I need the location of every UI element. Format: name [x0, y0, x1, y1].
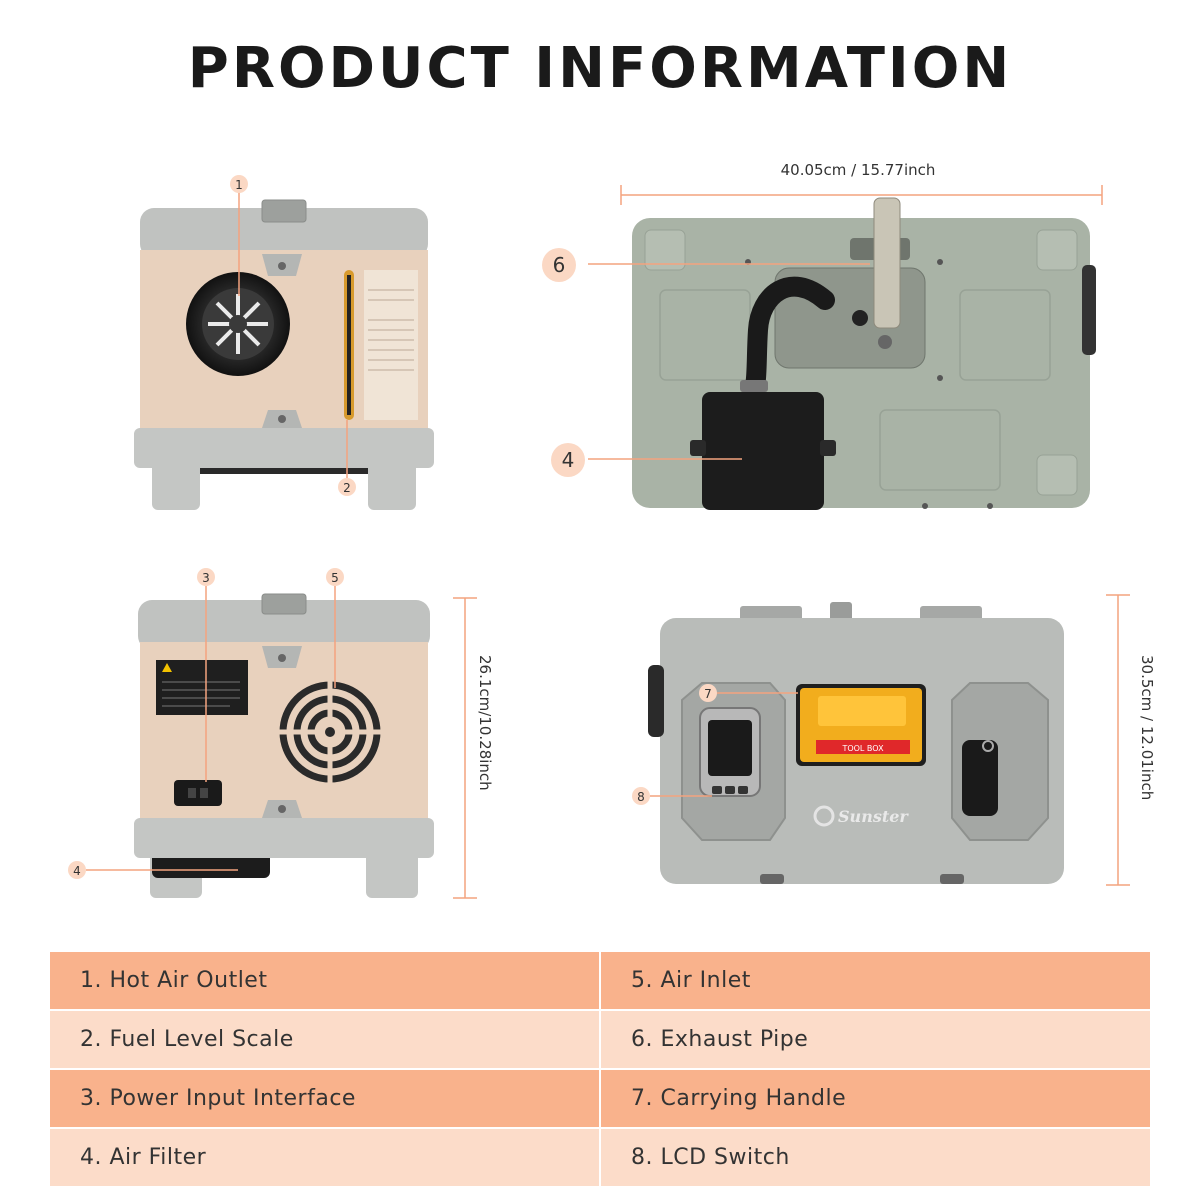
- page-title: PRODUCT INFORMATION: [187, 36, 1013, 101]
- svg-text:6: 6: [553, 253, 566, 277]
- side-view: 30.5cm / 12.01inch TOOL BOX Sunster: [632, 594, 1156, 886]
- back-view: 26.1cm/10.28inch: [68, 568, 494, 899]
- svg-text:7: 7: [704, 687, 712, 701]
- legend-item: 4. Air Filter: [48, 1127, 601, 1188]
- legend-item: 6. Exhaust Pipe: [599, 1009, 1152, 1070]
- legend-item: 2. Fuel Level Scale: [48, 1009, 601, 1070]
- legend-row: 3. Power Input Interface 7. Carrying Han…: [48, 1068, 1152, 1129]
- legend-item: 8. LCD Switch: [599, 1127, 1152, 1188]
- callout-badge-2: 2: [338, 478, 356, 496]
- svg-text:3: 3: [202, 571, 210, 585]
- svg-text:1: 1: [235, 178, 243, 192]
- callout-badge-5: 5: [326, 568, 344, 586]
- callout-badge-1: 1: [230, 175, 248, 193]
- width-dimension: 40.05cm / 15.77inch: [781, 161, 936, 179]
- callout-badge-4-top: 4: [551, 443, 585, 477]
- depth-dimension: 30.5cm / 12.01inch: [1138, 655, 1156, 800]
- height-dimension: 26.1cm/10.28inch: [476, 655, 494, 791]
- exhaust-pipe: [873, 197, 901, 329]
- legend-row: 1. Hot Air Outlet 5. Air Inlet: [48, 950, 1152, 1011]
- callout-badge-6: 6: [542, 248, 576, 282]
- svg-text:4: 4: [562, 448, 575, 472]
- svg-text:8: 8: [637, 790, 645, 804]
- front-view: 1 2: [134, 175, 434, 510]
- top-view: 40.05cm / 15.77inch: [542, 161, 1103, 510]
- power-input-interface: [174, 780, 222, 806]
- legend-row: 4. Air Filter 8. LCD Switch: [48, 1127, 1152, 1188]
- product-views: 1 2 40.05cm / 15.77inch: [68, 161, 1156, 899]
- callout-badge-4-back: 4: [68, 861, 86, 879]
- parts-legend: 1. Hot Air Outlet 5. Air Inlet 2. Fuel L…: [48, 950, 1152, 1188]
- remote-control: [962, 740, 998, 816]
- svg-text:4: 4: [73, 864, 81, 878]
- legend-item: 7. Carrying Handle: [599, 1068, 1152, 1129]
- legend-item: 1. Hot Air Outlet: [48, 950, 601, 1011]
- tool-box-label: TOOL BOX: [841, 744, 884, 753]
- callout-badge-8: 8: [632, 787, 650, 805]
- legend-item: 5. Air Inlet: [599, 950, 1152, 1011]
- legend-row: 2. Fuel Level Scale 6. Exhaust Pipe: [48, 1009, 1152, 1070]
- svg-text:2: 2: [343, 481, 351, 495]
- air-filter: [702, 392, 824, 510]
- svg-text:5: 5: [331, 571, 339, 585]
- callout-badge-3: 3: [197, 568, 215, 586]
- brand-logo: Sunster: [838, 807, 909, 826]
- callout-badge-7: 7: [699, 684, 717, 702]
- legend-item: 3. Power Input Interface: [48, 1068, 601, 1129]
